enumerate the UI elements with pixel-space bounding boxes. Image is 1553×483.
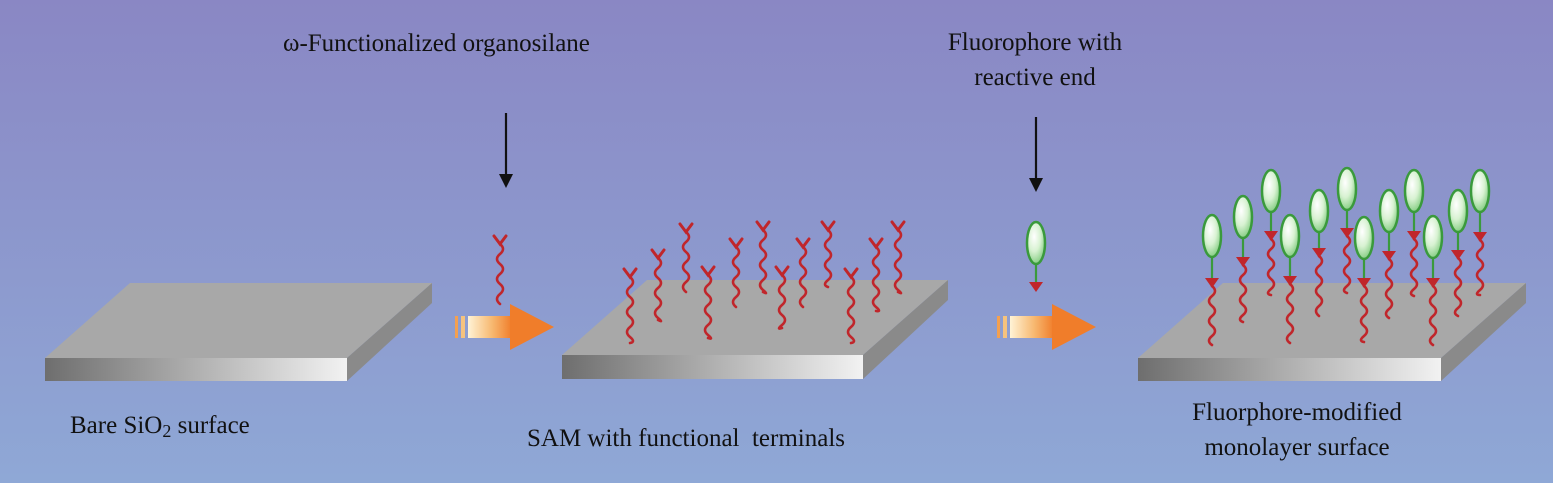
fluorophore-icon [1403,168,1425,241]
silane-chain-icon [1314,254,1324,318]
down-arrow-icon [1029,117,1043,192]
fluorophore-icon [1353,215,1375,288]
down-arrow-icon [499,113,513,188]
silane-chain-icon [1266,237,1276,297]
silane-chain-icon [1285,282,1295,345]
silane-chain-icon [1409,237,1419,298]
silane-chain-icon [622,267,638,345]
silane-chain-icon [755,220,771,295]
silane-chain-icon [1428,284,1438,347]
fluorophore-icon [1279,213,1301,286]
silane-chain-icon [650,248,666,323]
fluorophore-reagent-label-line1: Fluorophore with [947,29,1123,56]
fluorophore-reagent-label-line2: reactive end [974,64,1096,91]
fluorophore-icon [1308,188,1330,258]
silane-chain-icon [820,220,836,289]
sam-label: SAM with functional terminals [527,425,846,452]
fluorophore-icon [1201,213,1223,288]
right-arrow-icon [455,304,554,350]
fluorophore-icon [1232,194,1254,267]
right-arrow-icon [997,304,1096,350]
silane-chain-icon [868,237,884,313]
final-surface-label-line1: Fluorphore-modified [1192,399,1402,426]
bare-sio2-slab [45,283,432,381]
silane-chain-icon [1475,238,1485,297]
silane-chain-icon [492,234,508,306]
silane-chain-icon [1238,263,1248,324]
bare-surface-label: Bare SiO2 surface [70,412,250,441]
silane-chain-icon [1359,284,1369,344]
silane-chain-icon [1207,284,1217,347]
fluorophore-icon [1336,166,1358,238]
fluorophore-icon [1469,168,1491,242]
fluorophore-icon [1422,214,1444,288]
silane-chain-icon [700,265,716,340]
fluorophore-icon [1447,188,1469,260]
silane-chain-icon [795,237,811,309]
fluorophore-icon [1025,220,1047,292]
silane-chain-icon [678,222,694,294]
fluorophore-icon [1260,168,1282,241]
final-surface-label-line2: monolayer surface [1204,434,1390,461]
silane-chain-icon [1453,256,1463,318]
silane-chain-icon [1384,257,1394,320]
silane-chain-icon [728,237,744,309]
silane-chain-icon [774,265,790,330]
organosilane-reagent-label: ω-Functionalized organosilane [283,30,590,57]
silane-chain-icon [1342,234,1352,295]
silane-chain-icon [890,220,906,295]
fluorophore-icon [1378,188,1400,261]
silane-chain-icon [843,267,859,345]
